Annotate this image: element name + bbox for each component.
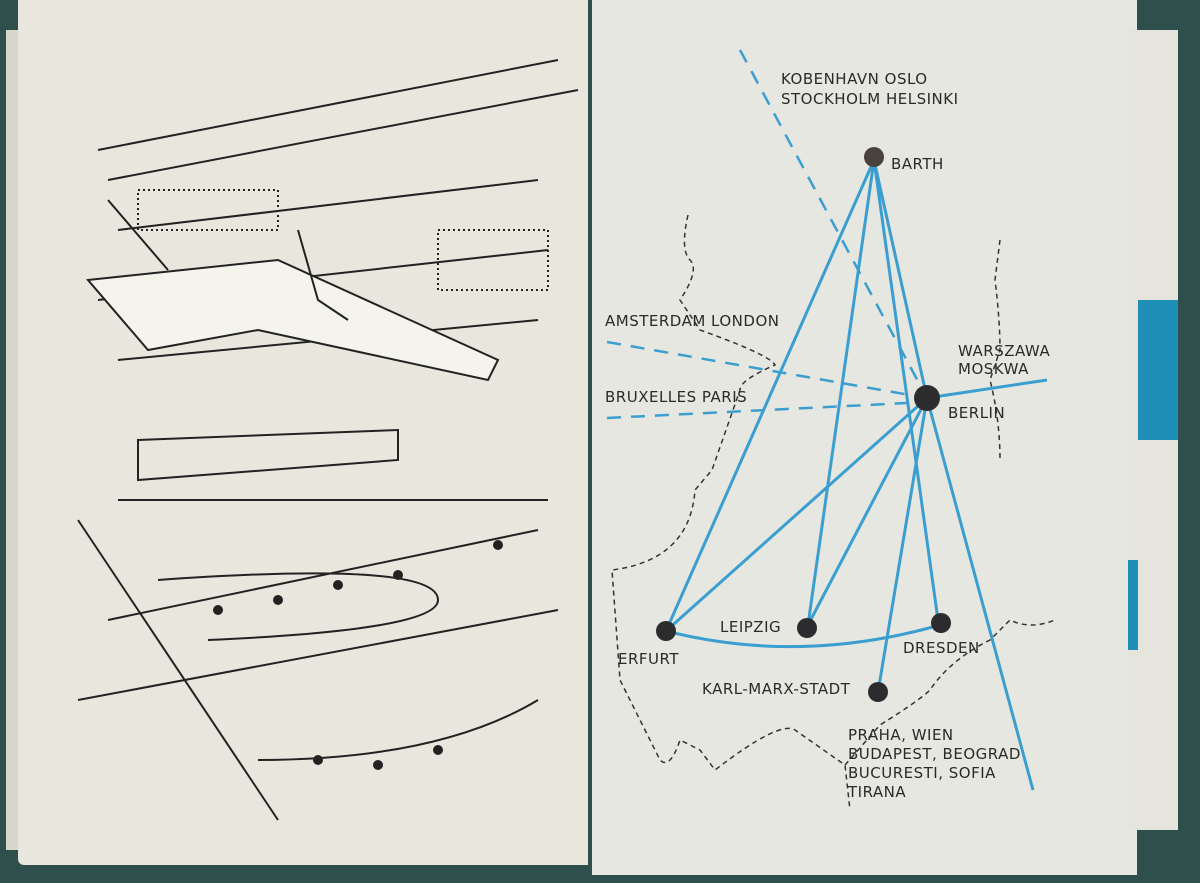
- dest-west-2: BRUXELLES PARIS: [605, 388, 747, 406]
- dest-south-1: PRAHA, WIEN: [848, 726, 954, 744]
- dest-south-4: TIRANA: [847, 783, 906, 801]
- right-page-route-map: [592, 0, 1137, 875]
- city-dot-berlin: [914, 385, 940, 411]
- blue-tab-lower: [1128, 560, 1138, 650]
- dest-south-3: BUCURESTI, SOFIA: [848, 764, 996, 782]
- label-dresden: DRESDEN: [903, 639, 980, 657]
- blue-tab: [1138, 300, 1178, 440]
- dest-west-1: AMSTERDAM LONDON: [605, 312, 779, 330]
- page-stack-left: [6, 30, 20, 850]
- dest-north-2: STOCKHOLM HELSINKI: [781, 90, 959, 108]
- route-barth-dresden: [872, 159, 940, 621]
- border-line: [611, 214, 1056, 811]
- route-erfurt-dresden: [665, 623, 941, 649]
- dest-east-2: MOSKWA: [958, 360, 1029, 378]
- route-barth-berlin: [872, 159, 929, 399]
- label-berlin: BERLIN: [948, 404, 1005, 422]
- label-kms: KARL-MARX-STADT: [702, 680, 851, 698]
- dest-north-1: KOBENHAVN OSLO: [781, 70, 928, 88]
- route-barth-erfurt: [664, 159, 876, 632]
- label-erfurt: ERFURT: [618, 650, 679, 668]
- routes: [664, 159, 1048, 791]
- dest-east-1: WARSZAWA: [958, 342, 1050, 360]
- dest-south-2: BUDAPEST, BEOGRAD: [848, 745, 1021, 763]
- route-berlin-south: [925, 397, 1035, 791]
- city-dot-leipzig: [797, 618, 817, 638]
- label-barth: BARTH: [891, 155, 944, 173]
- left-page-illustration: [18, 0, 588, 865]
- route-west-dashed-2: [606, 400, 928, 420]
- route-west-dashed-1: [606, 340, 928, 400]
- airport-sketch: [77, 59, 579, 821]
- city-dot-erfurt: [656, 621, 676, 641]
- city-dot-kms: [868, 682, 888, 702]
- label-leipzig: LEIPZIG: [720, 618, 781, 636]
- route-berlin-kms: [876, 397, 929, 693]
- route-north-dashed: [738, 49, 929, 399]
- city-dot-dresden: [931, 613, 951, 633]
- route-berlin-leipzig: [806, 397, 929, 626]
- route-barth-leipzig: [806, 159, 876, 626]
- city-dot-barth: [864, 147, 884, 167]
- route-berlin-east: [926, 378, 1048, 400]
- route-berlin-erfurt: [665, 396, 928, 633]
